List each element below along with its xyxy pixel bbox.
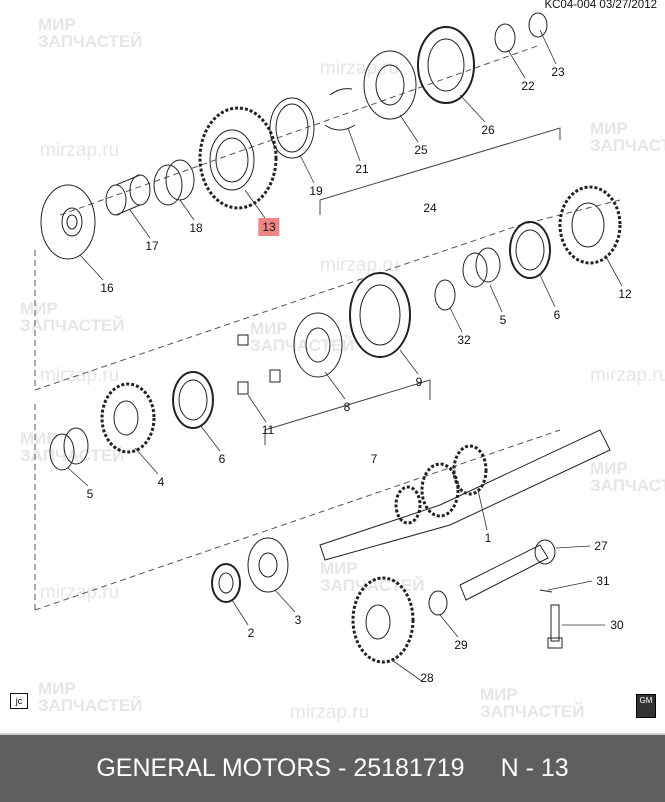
- parts-drawing: [34, 12, 623, 683]
- callout-1: 1: [484, 531, 492, 545]
- callout-29: 29: [454, 638, 468, 652]
- callout-5b: 5: [86, 487, 94, 501]
- callout-26: 26: [481, 123, 495, 137]
- needle-bearing-5: [462, 247, 501, 288]
- hub-8: [293, 312, 343, 378]
- callout-3: 3: [294, 613, 302, 627]
- callout-25: 25: [414, 143, 428, 157]
- bracket-24: [319, 127, 561, 215]
- seal-2: [211, 563, 241, 603]
- assembly-line: [59, 44, 541, 216]
- bearing-16: [40, 184, 96, 260]
- diagram-code-date: KC04-004 03/27/2012: [544, 0, 657, 11]
- callout-22: 22: [521, 79, 535, 93]
- callout-7: 7: [370, 452, 378, 466]
- ring-22: [494, 23, 516, 53]
- gear-28: [351, 576, 415, 664]
- callout-21: 21: [355, 162, 369, 176]
- ring-23: [528, 12, 548, 38]
- synchro-6b: [172, 371, 214, 429]
- synchro-6: [509, 221, 551, 279]
- ring-19: [269, 97, 315, 159]
- callout-6: 6: [553, 308, 561, 322]
- callout-11: 11: [261, 423, 275, 437]
- callout-30: 30: [610, 618, 624, 632]
- shaft-27: [459, 539, 556, 601]
- callout-6b: 6: [218, 452, 226, 466]
- bearing-3: [247, 537, 289, 593]
- needle-bearing-18: [153, 159, 195, 206]
- snap-ring-32: [434, 279, 456, 311]
- assembly-line: [34, 199, 621, 391]
- gear-12: [558, 185, 622, 265]
- callout-13-highlighted[interactable]: 13: [258, 218, 280, 236]
- hub-25: [363, 50, 417, 120]
- callout-4: 4: [157, 475, 165, 489]
- part-number: GENERAL MOTORS - 25181719: [96, 754, 465, 782]
- pin-31: [539, 589, 553, 593]
- callout-16: 16: [100, 281, 114, 295]
- callout-24: 24: [423, 201, 437, 215]
- callout-9: 9: [415, 375, 423, 389]
- callout-27: 27: [594, 539, 608, 553]
- strut-11: [237, 334, 281, 395]
- callout-19: 19: [309, 184, 323, 198]
- callout-12: 12: [618, 287, 632, 301]
- washer-29: [428, 590, 448, 616]
- key-21: [324, 88, 356, 131]
- callout-31: 31: [596, 574, 610, 588]
- callout-23: 23: [551, 65, 565, 79]
- callout-32: 32: [457, 333, 471, 347]
- gear-4: [100, 382, 156, 454]
- gm-logo: GM: [636, 694, 656, 718]
- part-info-footer: GENERAL MOTORS - 25181719 N - 13: [0, 733, 665, 802]
- callout-28: 28: [420, 671, 434, 685]
- diagram-reference: N - 13: [500, 754, 569, 782]
- bolt-30: [547, 604, 563, 649]
- sleeve-17: [105, 174, 151, 216]
- jc-badge: jc: [10, 693, 28, 709]
- needle-bearing-5b: [49, 427, 89, 471]
- shaft-1: [319, 429, 611, 561]
- callout-17: 17: [145, 239, 159, 253]
- sleeve-26: [417, 26, 475, 104]
- callout-5: 5: [499, 313, 507, 327]
- bracket-7: [264, 379, 431, 445]
- gear-13: [198, 106, 278, 210]
- callout-8: 8: [343, 400, 351, 414]
- assembly-line: [34, 429, 561, 611]
- callout-2: 2: [247, 626, 255, 640]
- callout-18: 18: [189, 221, 203, 235]
- sleeve-9: [349, 272, 411, 358]
